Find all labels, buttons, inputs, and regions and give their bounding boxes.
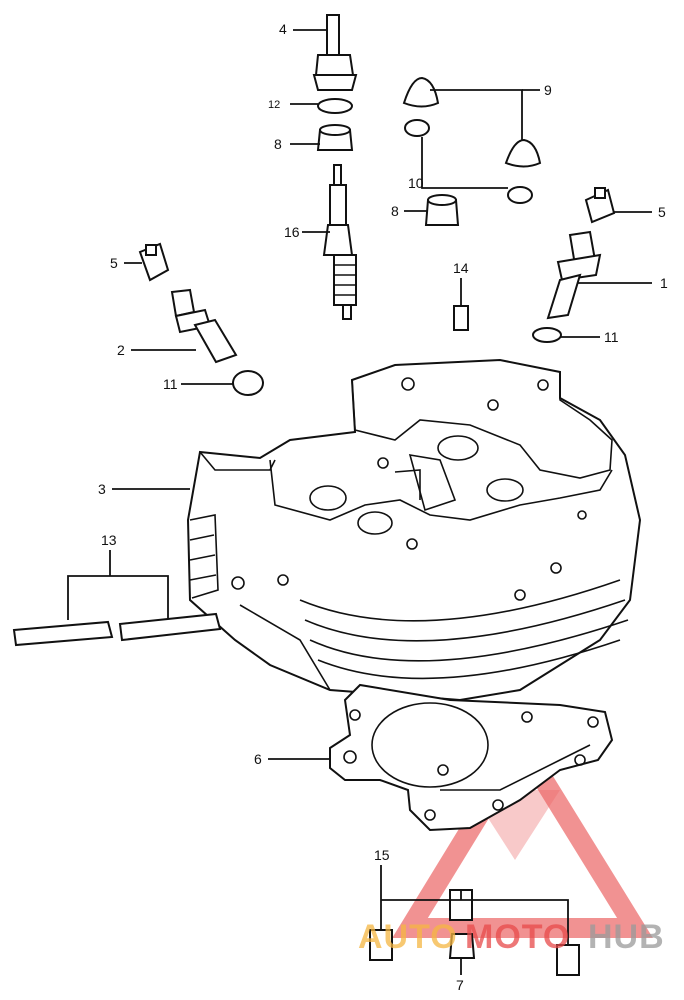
part-14-dowel [453,305,469,331]
callout-10: 10 [408,175,424,191]
part-11-o-ring-left [232,370,264,396]
callout-11-right: 11 [604,329,619,345]
callout-6: 6 [254,751,262,767]
part-16-spark-plug [322,164,357,320]
callout-8-lower: 8 [391,203,399,219]
callout-15: 15 [374,847,390,863]
part-5-cap-right [584,187,616,224]
part-10-washer-upper [404,119,430,137]
part-4-rod [312,14,358,91]
part-8-nut-upper [316,124,354,151]
part-1-valve-guide [546,230,602,320]
leader-lines [67,29,652,975]
cylinder-head [186,358,642,702]
callout-8-upper: 8 [274,136,282,152]
callout-5-right: 5 [658,204,666,220]
callout-2: 2 [117,342,125,358]
part-8-nut-lower [424,194,460,226]
part-2-valve-guide [170,288,238,364]
part-5-cap-left [138,242,170,282]
part-11-o-ring-right [532,327,562,343]
callout-5-left: 5 [110,255,118,271]
part-13-studs [12,612,222,647]
part-10-washer-lower [507,186,533,204]
watermark-moto: MOTO [465,918,570,956]
callout-3: 3 [98,481,106,497]
callout-7: 7 [456,977,464,993]
part-9-cap-lower [504,138,542,168]
callout-1: 1 [660,275,668,291]
callout-16: 16 [284,224,300,240]
watermark-auto: AUTO [358,918,458,956]
head-gasket [329,683,614,832]
callout-numbers: 4 12 8 16 5 2 11 3 13 6 9 10 8 5 14 1 11… [98,21,668,993]
callout-9: 9 [544,82,552,98]
callout-14: 14 [453,260,469,276]
part-9-cap-upper [402,76,440,108]
callout-13: 13 [101,532,117,548]
callout-4: 4 [279,21,287,37]
callout-11-left: 11 [163,376,178,392]
part-12-o-ring [317,98,353,114]
part-7-nut [448,933,476,959]
callout-12: 12 [268,99,280,111]
watermark-text: AUTO MOTO HUB [358,918,665,956]
watermark-hub: HUB [588,918,665,956]
